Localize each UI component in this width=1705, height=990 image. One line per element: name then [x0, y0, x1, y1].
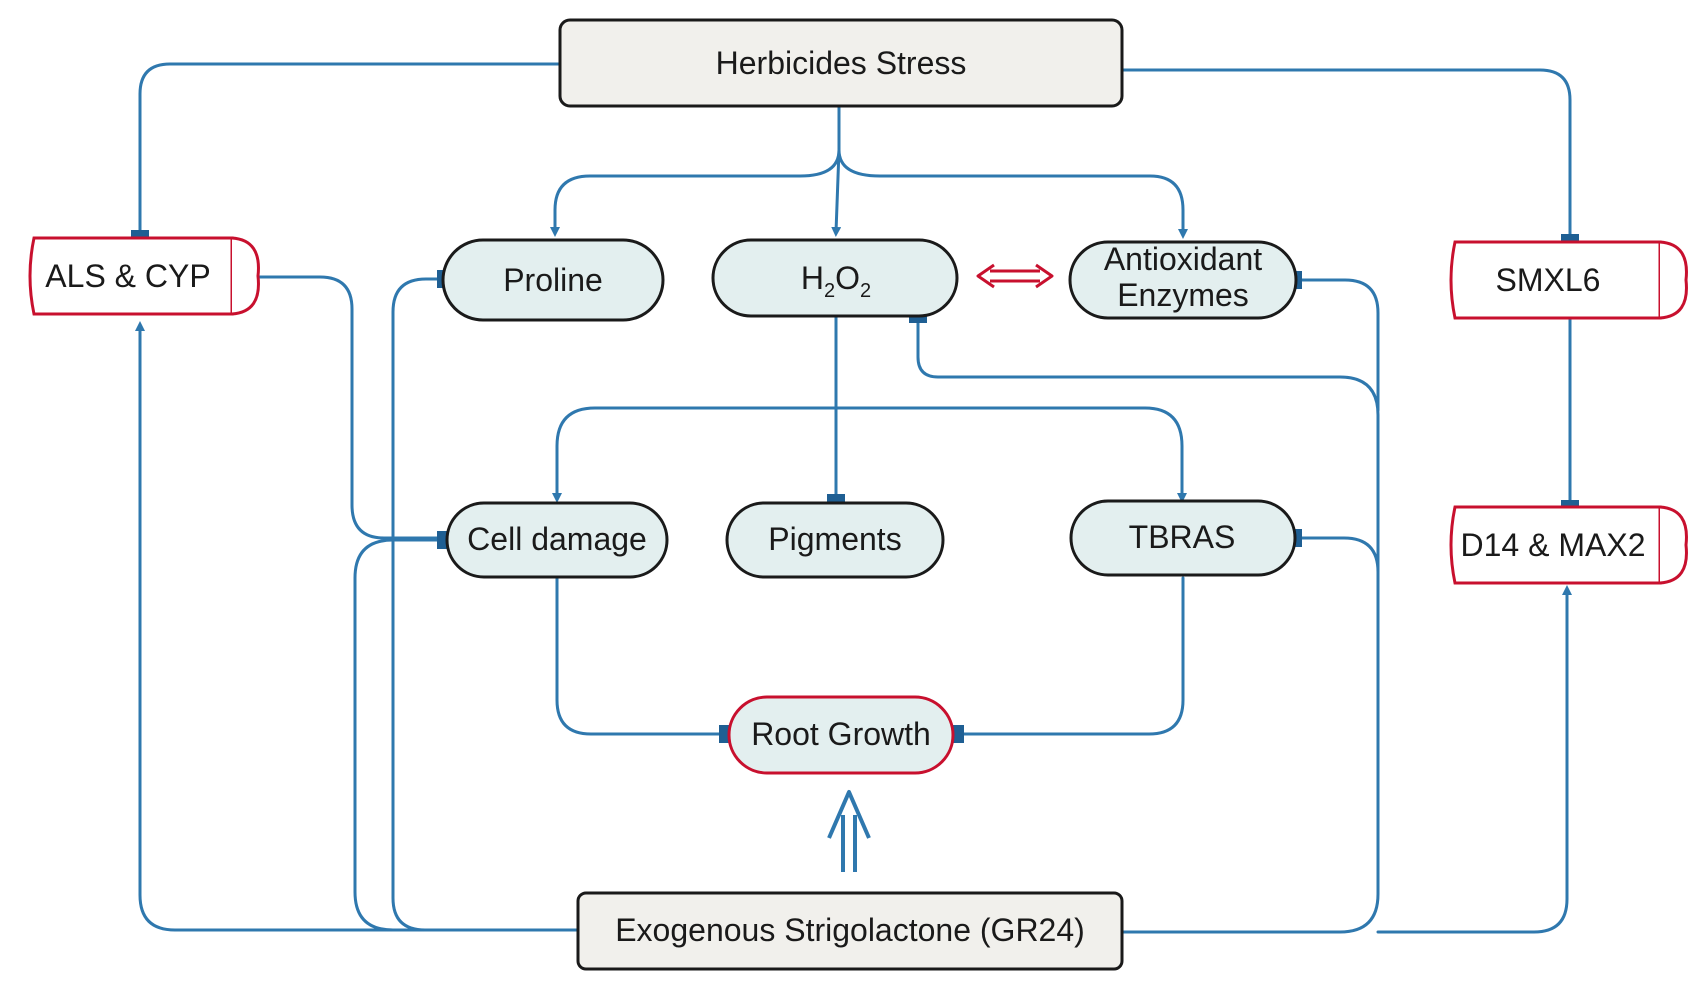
edge-h2o2-tbras: [834, 406, 1187, 503]
node-tbras: TBRAS: [1069, 499, 1297, 577]
edge-herbicides-als: [138, 62, 562, 234]
edge-gr24-celldamage: [353, 538, 580, 932]
node-herbicides-stress-label: Herbicides Stress: [716, 45, 967, 81]
node-h2o2: H2O2: [711, 238, 959, 318]
node-cell-damage-label: Cell damage: [467, 521, 647, 557]
edge-gr24-antioxidant: [1298, 278, 1380, 412]
node-proline-label: Proline: [503, 262, 603, 298]
node-pigments-label: Pigments: [768, 521, 901, 557]
edge-herbicides-smxl6: [1118, 68, 1572, 238]
edge-gr24-proline: [391, 277, 580, 932]
edge-gr24-d14: [1376, 585, 1572, 934]
edge-gr24-tbras: [1298, 536, 1380, 582]
edge-gr24-h2o2: [916, 314, 1380, 934]
node-h2o2-label: H2O2: [801, 260, 871, 302]
node-als-cyp: ALS & CYP: [28, 236, 260, 316]
edge-herbicides-antioxidant: [837, 148, 1188, 239]
node-tbras-label: TBRAS: [1129, 519, 1236, 555]
node-proline: Proline: [441, 238, 665, 322]
node-exogenous-strigolactone-label: Exogenous Strigolactone (GR24): [615, 912, 1085, 948]
edge-h2o2-celldamage: [552, 406, 838, 503]
node-smxl6: SMXL6: [1449, 240, 1688, 320]
node-herbicides-stress: Herbicides Stress: [558, 18, 1124, 108]
node-root-growth: Root Growth: [727, 695, 955, 775]
edge-herbicides-proline: [550, 148, 841, 237]
node-exogenous-strigolactone: Exogenous Strigolactone (GR24): [576, 891, 1124, 971]
node-antioxidant-line2: Enzymes: [1117, 277, 1249, 313]
h2o2-antioxidant-double-arrow: [976, 263, 1054, 289]
node-cell-damage: Cell damage: [445, 501, 669, 579]
edge-celldamage-rootgrowth: [555, 576, 727, 736]
node-d14-max2-label: D14 & MAX2: [1461, 527, 1646, 563]
node-als-cyp-label: ALS & CYP: [45, 258, 210, 294]
node-pigments: Pigments: [725, 501, 945, 579]
edge-tbras-rootgrowth: [953, 576, 1185, 736]
gr24-rootgrowth-arrow: [827, 790, 871, 872]
node-antioxidant-line1: Antioxidant: [1104, 241, 1262, 277]
node-antioxidant-enzymes: Antioxidant Enzymes: [1068, 240, 1298, 320]
node-smxl6-label: SMXL6: [1496, 262, 1601, 298]
node-d14-max2: D14 & MAX2: [1449, 505, 1688, 585]
edge-als-celldamage: [256, 275, 442, 540]
edge-tbras-rootgrowth-bar: [952, 725, 964, 743]
edge-gr24-als: [135, 321, 580, 932]
edge-herbicides-h2o2: [831, 148, 842, 237]
node-root-growth-label: Root Growth: [751, 716, 931, 752]
